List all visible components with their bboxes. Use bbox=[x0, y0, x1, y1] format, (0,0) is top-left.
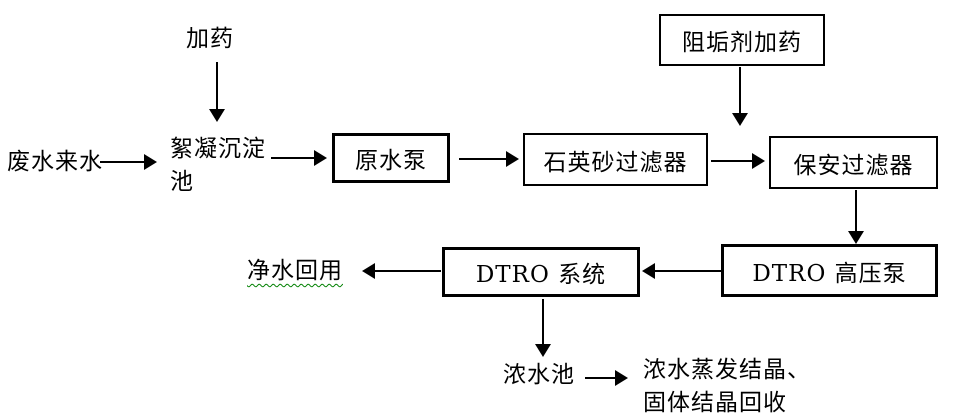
arrow-sandfilter-to-securityfilter bbox=[711, 153, 765, 169]
concentrate-evaporation-line1: 浓水蒸发结晶、 bbox=[643, 357, 811, 383]
dosing-label: 加药 bbox=[186, 26, 234, 52]
dtro-system-box: DTRO 系统 bbox=[442, 247, 640, 297]
arrow-dosing-to-sedimentation bbox=[209, 62, 225, 122]
arrow-dtrosystem-to-cleanwater bbox=[362, 263, 441, 279]
concentrate-evaporation-line2: 固体结晶回收 bbox=[643, 390, 787, 416]
arrow-antiscalant-to-pipeline bbox=[732, 67, 748, 126]
arrow-feed-to-sedimentation bbox=[100, 154, 157, 170]
arrow-concpool-to-evaporation bbox=[585, 370, 628, 386]
security-filter-box: 保安过滤器 bbox=[769, 136, 938, 189]
arrow-sedimentation-to-rawpump bbox=[271, 150, 327, 166]
raw-water-pump-box: 原水泵 bbox=[332, 133, 450, 183]
feed-water-label: 废水来水 bbox=[7, 149, 103, 175]
antiscalant-dosing-box: 阻垢剂加药 bbox=[659, 14, 825, 66]
arrow-rawpump-to-sandfilter bbox=[459, 151, 519, 167]
sedimentation-pool-label: 絮凝沉淀池 bbox=[170, 136, 266, 195]
concentrate-pool-label: 浓水池 bbox=[503, 362, 575, 388]
clean-water-reuse-label: 净水回用 bbox=[247, 258, 343, 284]
quartz-sand-filter-box: 石英砂过滤器 bbox=[523, 133, 708, 186]
concentrate-evaporation-label: 浓水蒸发结晶、 固体结晶回收 bbox=[643, 354, 823, 417]
arrow-dtrosystem-to-concpool bbox=[535, 299, 551, 357]
arrow-dtropump-to-dtrosystem bbox=[642, 263, 721, 279]
arrow-securityfilter-to-dtropump bbox=[848, 190, 864, 244]
dtro-high-pressure-pump-box: DTRO 高压泵 bbox=[721, 244, 938, 297]
